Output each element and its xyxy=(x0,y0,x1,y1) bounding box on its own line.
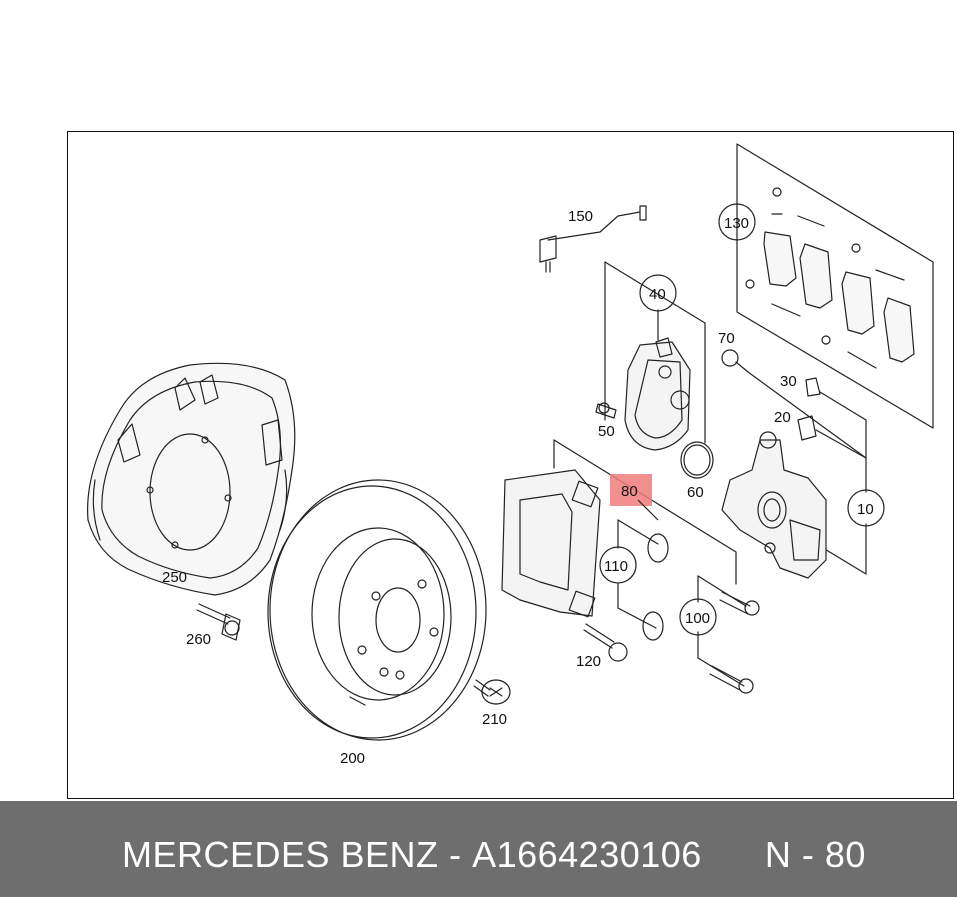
part-label-210[interactable]: 210 xyxy=(482,711,507,728)
bolt-100 xyxy=(697,575,760,694)
part-label-150[interactable]: 150 xyxy=(568,208,593,225)
brake-caliper-10 xyxy=(721,419,867,579)
o-ring-60 xyxy=(680,441,714,479)
footer-part-number: A1664230106 xyxy=(472,834,702,875)
part-label-10[interactable]: 10 xyxy=(857,501,874,518)
footer-brand: MERCEDES BENZ xyxy=(122,834,439,875)
dust-shield-250 xyxy=(87,362,296,596)
footer-caption: MERCEDES BENZ - A1664230106 N - 80 xyxy=(122,834,866,876)
part-label-40[interactable]: 40 xyxy=(649,286,666,303)
part-label-250[interactable]: 250 xyxy=(162,569,187,586)
highlight-box-80 xyxy=(610,474,652,506)
part-label-30[interactable]: 30 xyxy=(780,373,797,390)
cap-30 xyxy=(805,377,867,421)
guide-bushing-110 xyxy=(617,519,669,641)
brake-disc-200 xyxy=(267,479,487,741)
part-label-200[interactable]: 200 xyxy=(340,750,365,767)
part-label-130[interactable]: 130 xyxy=(724,215,749,232)
callout-circle-100 xyxy=(679,598,717,636)
part-label-70[interactable]: 70 xyxy=(718,330,735,347)
caliper-carrier-80 xyxy=(501,439,737,618)
brake-bracket-40 xyxy=(604,261,706,451)
brake-pad-set-130 xyxy=(736,143,934,429)
callout-circle-40 xyxy=(639,274,677,312)
part-label-80[interactable]: 80 xyxy=(621,483,638,500)
bolt-50 xyxy=(595,402,617,419)
part-label-20[interactable]: 20 xyxy=(774,409,791,426)
part-label-60[interactable]: 60 xyxy=(687,484,704,501)
bolt-120 xyxy=(583,623,628,662)
footer-separator: - xyxy=(449,834,462,875)
footer-bar xyxy=(0,801,957,897)
part-label-100[interactable]: 100 xyxy=(685,610,710,627)
part-label-260[interactable]: 260 xyxy=(186,631,211,648)
footer-position-label: N - 80 xyxy=(764,834,866,875)
wear-sensor-150 xyxy=(539,205,647,273)
callout-circle-110 xyxy=(599,546,637,584)
bolt-260 xyxy=(196,603,241,641)
callout-circle-10 xyxy=(847,489,885,527)
screw-210 xyxy=(473,679,511,705)
bleed-screw-70 xyxy=(721,349,867,459)
part-label-50[interactable]: 50 xyxy=(598,423,615,440)
part-label-120[interactable]: 120 xyxy=(576,653,601,670)
part-label-110[interactable]: 110 xyxy=(604,558,628,575)
callout-circle-130 xyxy=(718,203,756,241)
bleed-valve-20 xyxy=(797,415,867,459)
